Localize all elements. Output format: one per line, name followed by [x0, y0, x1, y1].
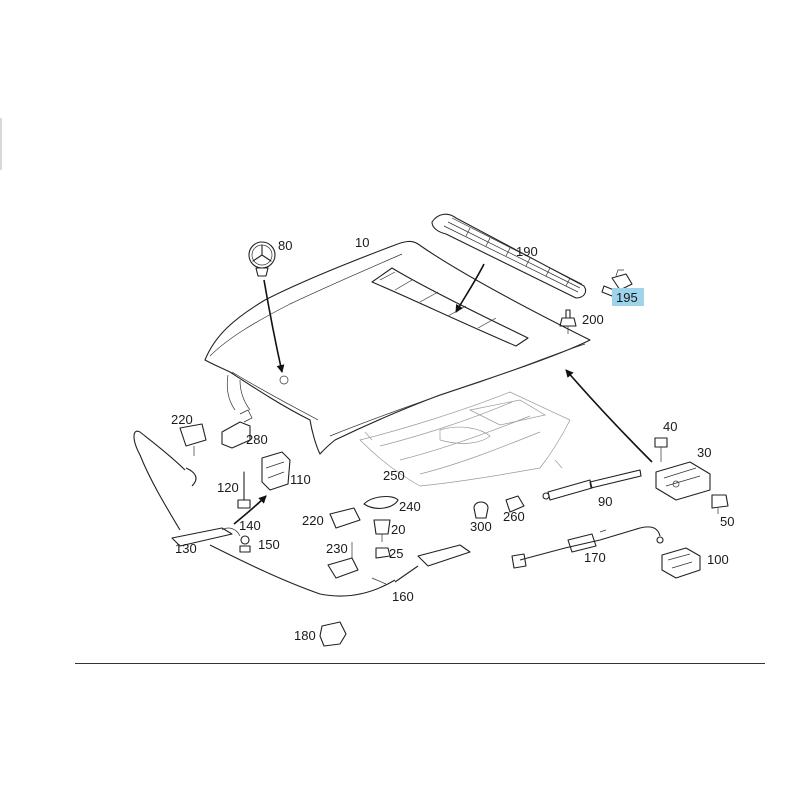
bracket-280[interactable] — [221, 409, 253, 449]
left-edge-mark — [0, 118, 2, 170]
hood-panel[interactable] — [204, 240, 591, 455]
label-280[interactable]: 280 — [246, 432, 268, 447]
latch-230[interactable] — [327, 542, 359, 579]
label-170[interactable]: 170 — [584, 550, 606, 565]
label-80[interactable]: 80 — [278, 238, 292, 253]
label-130[interactable]: 130 — [175, 541, 197, 556]
label-220-lower[interactable]: 220 — [302, 513, 324, 528]
label-110[interactable]: 110 — [290, 472, 311, 487]
label-150[interactable]: 150 — [258, 537, 280, 552]
bracket-220b[interactable] — [329, 507, 361, 529]
part-labels: 10 80 190 195 200 220 280 110 120 140 15… — [171, 235, 734, 643]
label-90[interactable]: 90 — [598, 494, 612, 509]
label-180[interactable]: 180 — [294, 628, 316, 643]
label-230[interactable]: 230 — [326, 541, 348, 556]
screw-200[interactable] — [559, 309, 577, 334]
label-120[interactable]: 120 — [217, 480, 239, 495]
label-10[interactable]: 10 — [355, 235, 369, 250]
label-160[interactable]: 160 — [392, 589, 414, 604]
release-cable[interactable] — [133, 430, 471, 597]
gas-strut-90[interactable] — [542, 469, 642, 501]
label-100[interactable]: 100 — [707, 552, 729, 567]
label-240[interactable]: 240 — [399, 499, 421, 514]
label-200[interactable]: 200 — [582, 312, 604, 327]
nut-25[interactable] — [375, 547, 391, 559]
screw-120[interactable] — [237, 471, 251, 509]
buffer-20[interactable] — [373, 519, 391, 542]
label-20[interactable]: 20 — [391, 522, 405, 537]
cap-300[interactable] — [473, 501, 489, 519]
bolt-50[interactable] — [711, 494, 729, 514]
label-220-upper[interactable]: 220 — [171, 412, 193, 427]
buffer-240[interactable] — [363, 495, 399, 509]
bottom-divider-line — [75, 663, 765, 664]
label-50[interactable]: 50 — [720, 514, 734, 529]
clamp-180[interactable] — [319, 621, 347, 647]
clip-260[interactable] — [505, 495, 525, 513]
label-195[interactable]: 195 — [616, 290, 638, 305]
label-195-highlight — [612, 288, 644, 306]
latch-110[interactable] — [261, 451, 291, 491]
label-250[interactable]: 250 — [383, 468, 405, 483]
lock-100[interactable] — [661, 547, 701, 579]
label-30[interactable]: 30 — [697, 445, 711, 460]
label-40[interactable]: 40 — [663, 419, 677, 434]
cowl-grille[interactable] — [431, 213, 587, 299]
bolt-40[interactable] — [654, 437, 668, 462]
bowden-cable-170[interactable] — [511, 526, 664, 569]
hinge-30[interactable] — [655, 461, 711, 501]
label-25[interactable]: 25 — [389, 546, 403, 561]
label-140[interactable]: 140 — [239, 518, 261, 533]
hood-inner-frame[interactable] — [359, 391, 571, 487]
star-emblem[interactable] — [248, 241, 276, 277]
assembly-arrows — [233, 263, 653, 525]
label-300[interactable]: 300 — [470, 519, 492, 534]
label-190[interactable]: 190 — [516, 244, 538, 259]
label-260[interactable]: 260 — [503, 509, 525, 524]
bracket-220a[interactable] — [179, 423, 207, 456]
